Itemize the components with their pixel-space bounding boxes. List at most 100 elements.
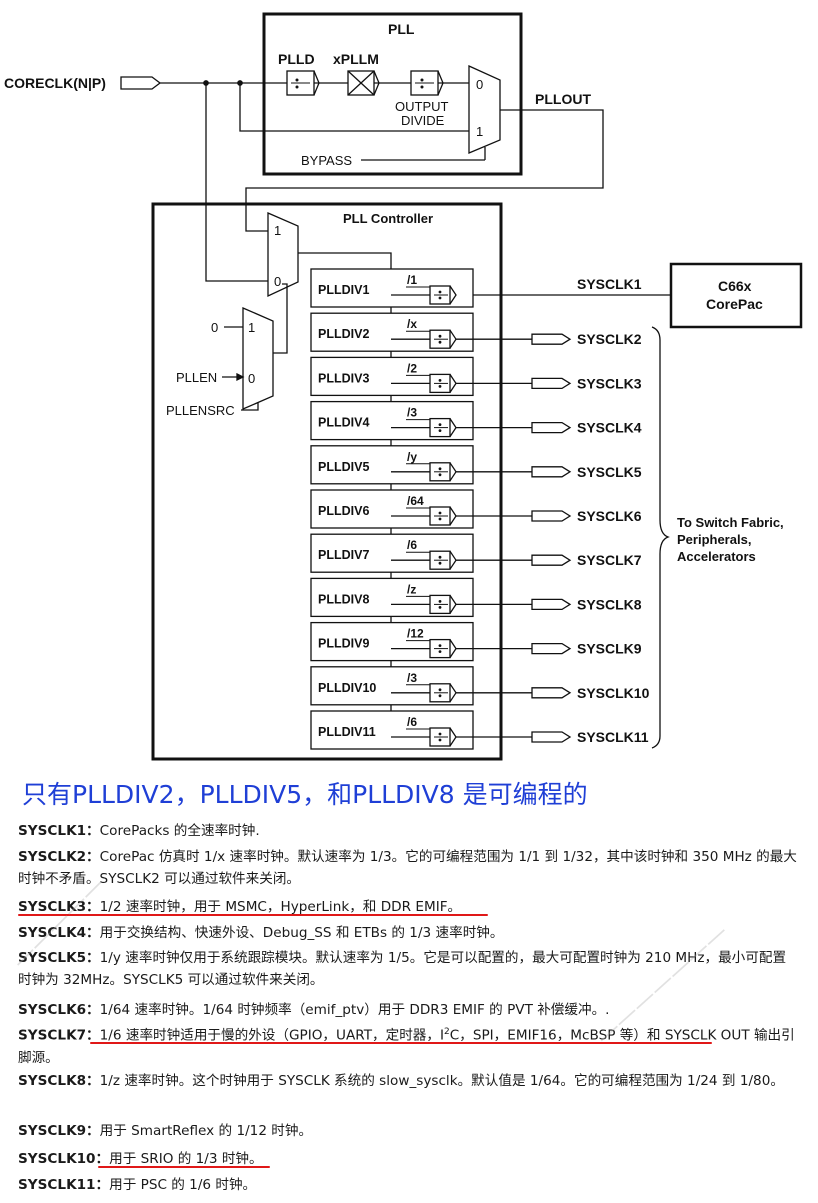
pllen-mux <box>242 307 274 410</box>
coreclk-label: CORECLK(N|P) <box>4 75 106 91</box>
sysclk3-label: SYSCLK3 <box>577 375 642 391</box>
plldiv3-ratio: /2 <box>407 361 417 375</box>
sysclk5-label: SYSCLK5 <box>577 464 642 480</box>
controller-mux-input-1: 1 <box>274 223 281 238</box>
plldiv2-ratio: /x <box>407 317 417 331</box>
plldiv10-ratio: /3 <box>407 671 417 685</box>
sysclk6-description: SYSCLK6：1/64 速率时钟。1/64 时钟频率（emif_ptv）用于 … <box>18 1002 610 1018</box>
pllen-label: PLLEN <box>176 370 217 385</box>
plldiv6-ratio: /64 <box>407 494 424 508</box>
sysclk1-description: SYSCLK1：CorePacks 的全速率时钟. <box>18 823 260 839</box>
plldiv1-ratio: /1 <box>407 273 417 287</box>
sysclk8-description: SYSCLK8：1/z 速率时钟。这个时钟用于 SYSCLK 系统的 slow_… <box>18 1073 784 1089</box>
plldiv5-ratio: /y <box>407 450 417 464</box>
sysclk7-label: SYSCLK7 <box>577 552 642 568</box>
pll-mux-input-1: 1 <box>476 124 483 139</box>
sysclk5-description-label: SYSCLK5： <box>18 950 100 966</box>
output-divide-label-1: OUTPUT <box>395 99 449 114</box>
programmable-note-heading: 只有PLLDIV2，PLLDIV5，和PLLDIV8 是可编程的 <box>22 780 588 809</box>
plldiv8-label: PLLDIV8 <box>318 592 369 606</box>
sysclk10-label: SYSCLK10 <box>577 685 650 701</box>
sysclk2-label: SYSCLK2 <box>577 331 642 347</box>
sysclk4-label: SYSCLK4 <box>577 420 642 436</box>
sysclk4-description-label: SYSCLK4： <box>18 925 100 941</box>
sysclk5-connector <box>531 466 572 478</box>
plldiv4-label: PLLDIV4 <box>318 416 369 430</box>
pllout-label: PLLOUT <box>535 91 591 107</box>
pll-mux <box>468 64 501 154</box>
sysclk1-label: SYSCLK1 <box>577 276 642 292</box>
plld-label: PLLD <box>278 51 315 67</box>
sysclk3-connector <box>531 377 572 390</box>
sysclk9-description: SYSCLK9：用于 SmartReflex 的 1/12 时钟。 <box>18 1123 313 1139</box>
sysclk6-description-label: SYSCLK6： <box>18 1002 100 1018</box>
plldiv8-ratio: /z <box>407 582 416 596</box>
underline-sysclk10 <box>98 1166 270 1168</box>
sysclk8-label: SYSCLK8 <box>577 596 642 612</box>
underline-sysclk3 <box>18 914 488 916</box>
sysclk4-connector <box>531 421 572 434</box>
sysclk10-description: SYSCLK10：用于 SRIO 的 1/3 时钟。 <box>18 1151 263 1167</box>
pllensrc-label: PLLENSRC <box>166 403 235 418</box>
sysclk9-connector <box>531 642 572 655</box>
pllen-mux-input-1: 1 <box>248 320 255 335</box>
output-brace <box>651 326 670 749</box>
xpllm-label: xPLLM <box>333 51 379 67</box>
sysclk10-description-label: SYSCLK10： <box>18 1151 110 1167</box>
sysclk6-label: SYSCLK6 <box>577 508 642 524</box>
sysclk10-connector <box>531 687 572 699</box>
sysclk2-connector <box>531 333 572 345</box>
sysclk2-description: SYSCLK2：CorePac 仿真时 1/x 速率时钟。默认速率为 1/3。它… <box>18 849 797 887</box>
plldiv9-label: PLLDIV9 <box>318 637 369 651</box>
plldiv4-ratio: /3 <box>407 406 417 420</box>
plldiv11-ratio: /6 <box>407 715 417 729</box>
sysclk8-description-label: SYSCLK8： <box>18 1073 100 1089</box>
controller-mux-input-0: 0 <box>274 274 281 289</box>
plldiv3-label: PLLDIV3 <box>318 371 369 385</box>
plldiv10-label: PLLDIV10 <box>318 681 376 695</box>
sysclk7-description: SYSCLK7：1/6 速率时钟适用于慢的外设（GPIO，UART，定时器，I2… <box>18 1027 795 1066</box>
underline-sysclk7 <box>90 1042 712 1044</box>
sysclk11-label: SYSCLK11 <box>577 729 649 745</box>
sysclk3-description: SYSCLK3：1/2 速率时钟，用于 MSMC，HyperLink，和 DDR… <box>18 899 462 915</box>
sysclk8-connector <box>531 598 572 611</box>
sysclk11-connector <box>531 731 572 743</box>
pll-controller-title: PLL Controller <box>343 211 433 226</box>
plldiv7-ratio: /6 <box>407 538 417 552</box>
sysclk2-description-label: SYSCLK2： <box>18 849 100 865</box>
sysclk4-description: SYSCLK4：用于交换结构、快速外设、Debug_SS 和 ETBs 的 1/… <box>18 925 504 941</box>
sysclk9-description-label: SYSCLK9： <box>18 1123 100 1139</box>
sysclk7-connector <box>531 554 572 566</box>
corepac-label-1: C66x <box>718 278 752 294</box>
sysclk9-label: SYSCLK9 <box>577 641 642 657</box>
bypass-label: BYPASS <box>301 153 352 168</box>
plldiv5-label: PLLDIV5 <box>318 460 369 474</box>
brace-label-2: Peripherals, <box>677 532 751 547</box>
pllen-mux-input-0: 0 <box>248 371 255 386</box>
brace-label-1: To Switch Fabric, <box>677 515 784 530</box>
pll-box <box>262 12 523 176</box>
pll-title: PLL <box>388 21 415 37</box>
sysclk1-description-label: SYSCLK1： <box>18 823 100 839</box>
sysclk5-description: SYSCLK5：1/y 速率时钟仅用于系统跟踪模块。默认速率为 1/5。它是可以… <box>18 950 787 988</box>
corepac-label-2: CorePac <box>706 296 763 312</box>
sysclk7-description-label: SYSCLK7： <box>18 1027 100 1044</box>
coreclk-input-connector <box>120 76 162 90</box>
pll-controller-box <box>151 202 503 761</box>
plldiv9-ratio: /12 <box>407 627 424 641</box>
plldiv1-label: PLLDIV1 <box>318 283 369 297</box>
sysclk3-description-label: SYSCLK3： <box>18 899 100 915</box>
zero-input-label: 0 <box>211 320 218 335</box>
sysclk6-connector <box>531 510 572 522</box>
plldiv2-label: PLLDIV2 <box>318 327 369 341</box>
superscript: 2 <box>444 1027 450 1037</box>
pll-mux-input-0: 0 <box>476 77 483 92</box>
output-divide-label-2: DIVIDE <box>401 113 445 128</box>
controller-mux <box>267 212 299 298</box>
plldiv6-label: PLLDIV6 <box>318 504 369 518</box>
sysclk11-description-label: SYSCLK11： <box>18 1177 110 1193</box>
sysclk11-description: SYSCLK11：用于 PSC 的 1/6 时钟。 <box>18 1177 257 1193</box>
brace-label-3: Accelerators <box>677 549 756 564</box>
plldiv11-label: PLLDIV11 <box>318 725 376 739</box>
